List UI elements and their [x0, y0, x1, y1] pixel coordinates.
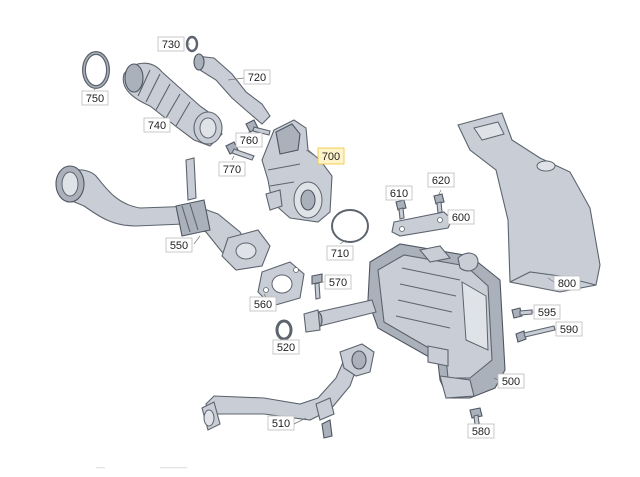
callout-760-text: 760 — [240, 135, 258, 147]
callout-520[interactable]: 520 — [272, 339, 300, 355]
callout-595[interactable]: 595 — [533, 304, 561, 320]
callout-550[interactable]: 550 — [165, 237, 193, 253]
callout-710-text: 710 — [331, 248, 349, 260]
part-800-heat-shield[interactable] — [457, 112, 601, 293]
callout-740-text: 740 — [148, 120, 166, 132]
callout-550-text: 550 — [170, 240, 188, 252]
callout-600-text: 600 — [452, 212, 470, 224]
part-710-seal[interactable] — [331, 209, 369, 243]
callout-800-text: 800 — [558, 278, 576, 290]
callout-760[interactable]: 760 — [235, 132, 263, 148]
part-520-o-ring[interactable] — [275, 319, 293, 341]
callout-770-text: 770 — [223, 164, 241, 176]
footer-mark-2: ——— — [160, 462, 187, 472]
callout-710[interactable]: 710 — [326, 245, 354, 261]
part-590-bolt[interactable] — [515, 325, 556, 343]
callout-620-text: 620 — [432, 175, 450, 187]
part-720-hose[interactable] — [193, 53, 271, 125]
callout-560-text: 560 — [254, 299, 272, 311]
callout-580[interactable]: 580 — [467, 423, 495, 439]
cooler-outlet-tube — [303, 299, 377, 333]
part-595-bolt[interactable] — [511, 307, 533, 319]
part-770-bolt[interactable] — [225, 141, 255, 161]
callout-770[interactable]: 770 — [218, 161, 246, 177]
part-550-egr-pipe[interactable] — [55, 157, 271, 271]
callout-740[interactable]: 740 — [143, 117, 171, 133]
callout-610-text: 610 — [390, 188, 408, 200]
callout-800[interactable]: 800 — [553, 275, 581, 291]
callout-730[interactable]: 730 — [157, 36, 185, 52]
footer-mark-1: — — [96, 462, 105, 472]
part-610-bolt[interactable] — [395, 199, 407, 220]
callout-510[interactable]: 510 — [267, 415, 295, 431]
part-580-bolt[interactable] — [469, 407, 483, 426]
callout-610[interactable]: 610 — [385, 185, 413, 201]
callout-580-text: 580 — [472, 426, 490, 438]
callout-570-text: 570 — [329, 277, 347, 289]
part-620-bolt[interactable] — [433, 193, 445, 214]
part-500-egr-cooler[interactable] — [367, 243, 506, 399]
part-570-bolt[interactable] — [311, 273, 323, 300]
callout-510-text: 510 — [272, 418, 290, 430]
callout-720[interactable]: 720 — [243, 69, 271, 85]
callout-600[interactable]: 600 — [447, 209, 475, 225]
callout-700-text: 700 — [322, 151, 340, 163]
callout-620[interactable]: 620 — [427, 172, 455, 188]
callout-520-text: 520 — [277, 342, 295, 354]
callout-720-text: 720 — [248, 72, 266, 84]
callout-500[interactable]: 500 — [497, 373, 525, 389]
callout-595-text: 595 — [538, 307, 556, 319]
callout-560[interactable]: 560 — [249, 296, 277, 312]
callout-590-text: 590 — [560, 324, 578, 336]
part-700-egr-valve[interactable] — [261, 119, 333, 223]
part-510-pipe[interactable] — [201, 343, 375, 439]
part-760-bolt[interactable] — [245, 119, 271, 136]
callout-750[interactable]: 750 — [81, 90, 109, 106]
part-600-bracket[interactable] — [391, 211, 453, 237]
part-560-gasket[interactable] — [257, 261, 305, 307]
callout-570[interactable]: 570 — [324, 274, 352, 290]
part-750-clamp[interactable] — [82, 51, 110, 89]
callout-700[interactable]: 700 — [317, 147, 345, 165]
callout-500-text: 500 — [502, 376, 520, 388]
part-740-hose[interactable] — [122, 62, 223, 147]
callout-730-text: 730 — [162, 39, 180, 51]
callout-750-text: 750 — [86, 93, 104, 105]
callout-590[interactable]: 590 — [555, 321, 583, 337]
